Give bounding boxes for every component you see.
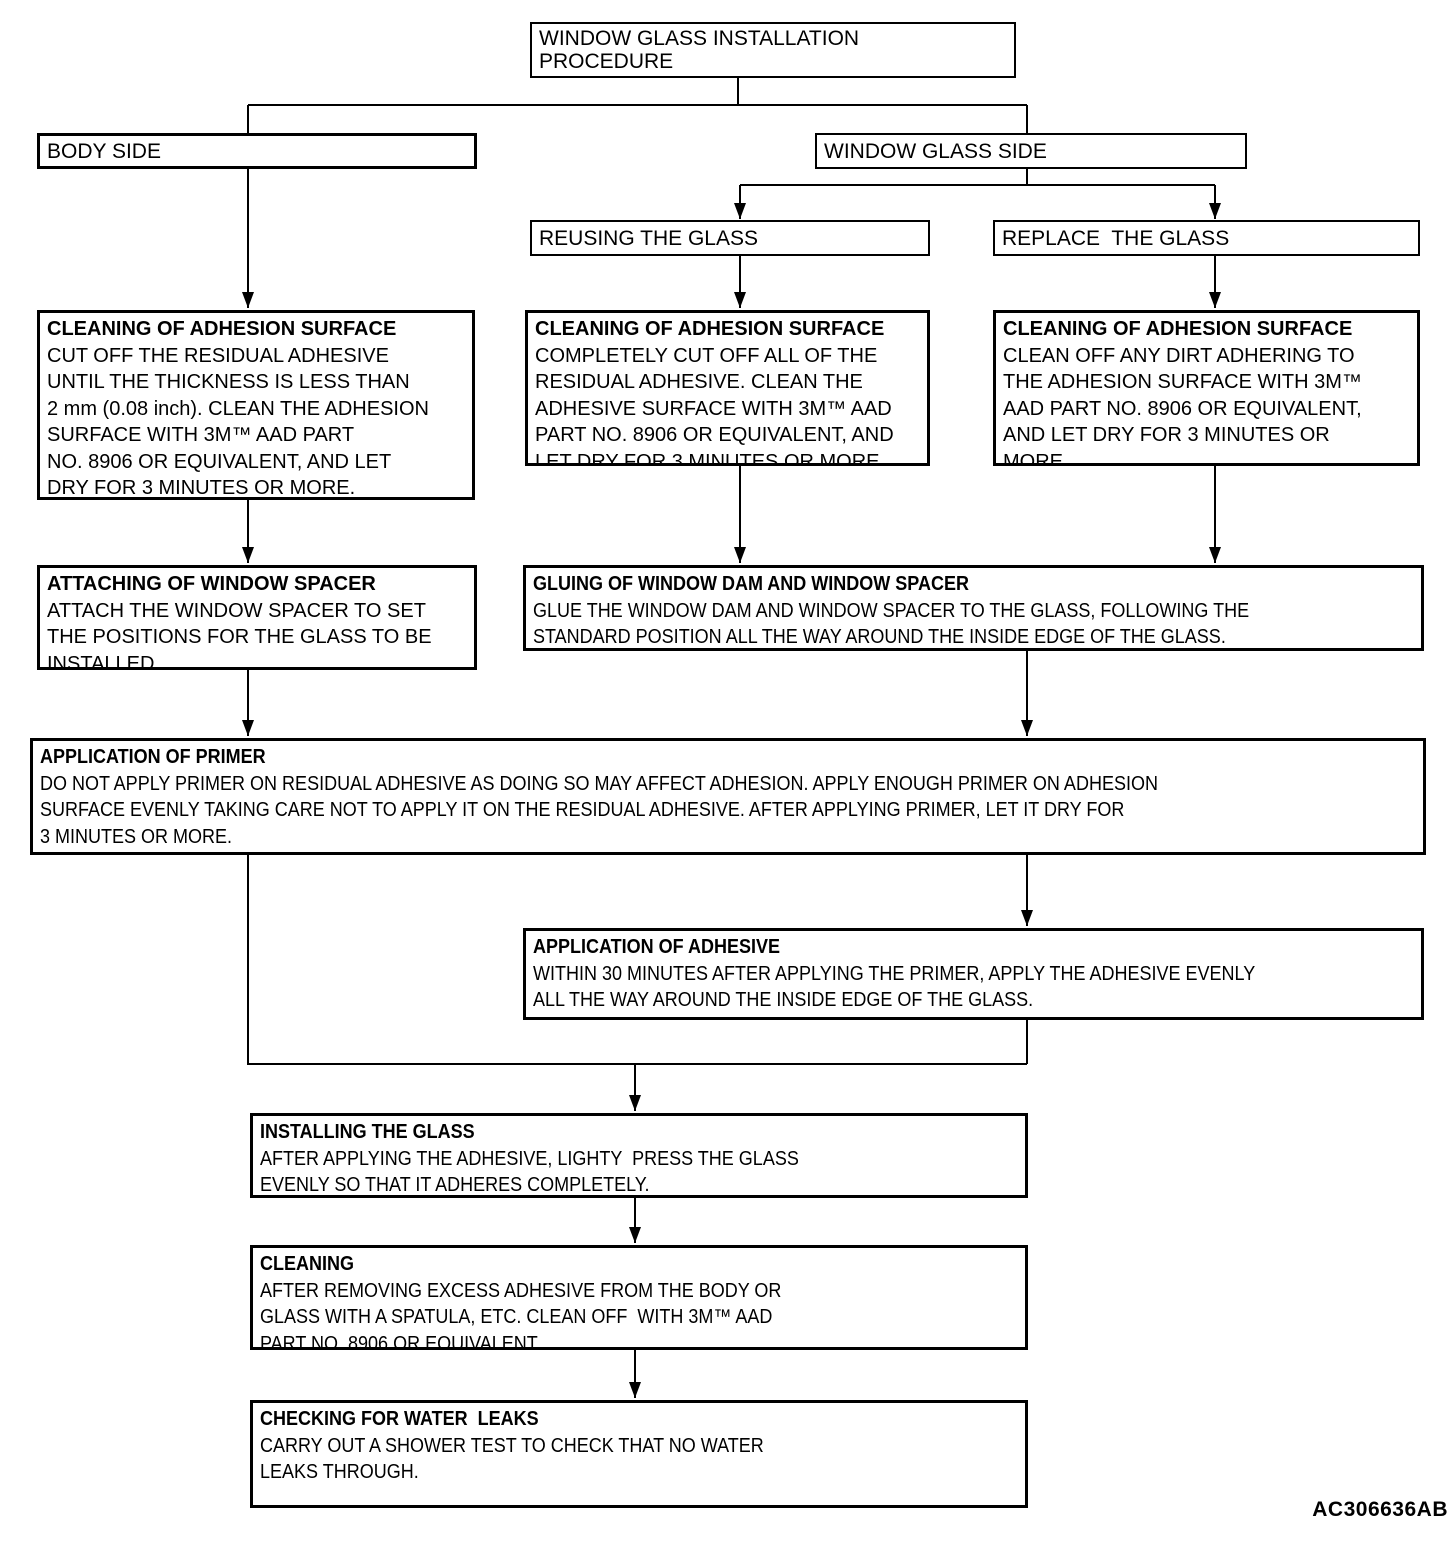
node-window-glass-side: WINDOW GLASS SIDE [815,133,1247,169]
node-procedure-title: WINDOW GLASS INSTALLATION PROCEDURE [530,22,1016,78]
node-cleaning: CLEANING AFTER REMOVING EXCESS ADHESIVE … [250,1245,1028,1350]
node-cleaning-adhesion-replace: CLEANING OF ADHESION SURFACE CLEAN OFF A… [993,310,1420,466]
reusing-label: REUSING THE GLASS [539,226,759,250]
node-cleaning-adhesion-reuse: CLEANING OF ADHESION SURFACE COMPLETELY … [525,310,930,466]
node-checking-water-leaks: CHECKING FOR WATER LEAKS CARRY OUT A SHO… [250,1400,1028,1508]
primer-title: APPLICATION OF PRIMER [40,746,266,768]
node-replace-the-glass: REPLACE THE GLASS [993,220,1420,256]
cleaning-adhesion-body-title: CLEANING OF ADHESION SURFACE [47,318,397,340]
replace-label: REPLACE THE GLASS [1002,226,1230,250]
cleaning-adhesion-body-text: CUT OFF THE RESIDUAL ADHESIVE UNTIL THE … [47,344,429,499]
gluing-title: GLUING OF WINDOW DAM AND WINDOW SPACER [533,573,969,595]
gluing-text: GLUE THE WINDOW DAM AND WINDOW SPACER TO… [533,599,1250,649]
cleaning-adhesion-reuse-title: CLEANING OF ADHESION SURFACE [535,318,885,340]
cleaning-adhesion-replace-title: CLEANING OF ADHESION SURFACE [1003,318,1353,340]
node-application-of-adhesive: APPLICATION OF ADHESIVE WITHIN 30 MINUTE… [523,928,1424,1020]
installing-text: AFTER APPLYING THE ADHESIVE, LIGHTY PRES… [260,1147,799,1196]
cleaning-title: CLEANING [260,1253,355,1275]
checking-text: CARRY OUT A SHOWER TEST TO CHECK THAT NO… [260,1434,764,1484]
body-side-label: BODY SIDE [47,139,161,163]
installing-title: INSTALLING THE GLASS [260,1121,475,1143]
drawing-code: AC306636AB [1312,1498,1448,1521]
attaching-text: ATTACH THE WINDOW SPACER TO SET THE POSI… [47,599,432,670]
node-cleaning-adhesion-body: CLEANING OF ADHESION SURFACE CUT OFF THE… [37,310,475,500]
cleaning-adhesion-replace-text: CLEAN OFF ANY DIRT ADHERING TO THE ADHES… [1003,344,1362,466]
node-body-side: BODY SIDE [37,133,477,169]
attaching-title: ATTACHING OF WINDOW SPACER [47,573,376,595]
checking-title: CHECKING FOR WATER LEAKS [260,1408,539,1430]
adhesive-text: WITHIN 30 MINUTES AFTER APPLYING THE PRI… [533,962,1256,1012]
adhesive-title: APPLICATION OF ADHESIVE [533,936,781,958]
node-gluing-window-dam: GLUING OF WINDOW DAM AND WINDOW SPACER G… [523,565,1424,651]
primer-text: DO NOT APPLY PRIMER ON RESIDUAL ADHESIVE… [40,772,1158,848]
node-installing-the-glass: INSTALLING THE GLASS AFTER APPLYING THE … [250,1113,1028,1198]
window-glass-side-label: WINDOW GLASS SIDE [824,139,1047,163]
cleaning-text: AFTER REMOVING EXCESS ADHESIVE FROM THE … [260,1279,782,1350]
node-reusing-the-glass: REUSING THE GLASS [530,220,930,256]
cleaning-adhesion-reuse-text: COMPLETELY CUT OFF ALL OF THE RESIDUAL A… [535,344,894,466]
procedure-title-label: WINDOW GLASS INSTALLATION PROCEDURE [539,27,860,73]
node-application-of-primer: APPLICATION OF PRIMER DO NOT APPLY PRIME… [30,738,1426,855]
node-attaching-window-spacer: ATTACHING OF WINDOW SPACER ATTACH THE WI… [37,565,477,670]
